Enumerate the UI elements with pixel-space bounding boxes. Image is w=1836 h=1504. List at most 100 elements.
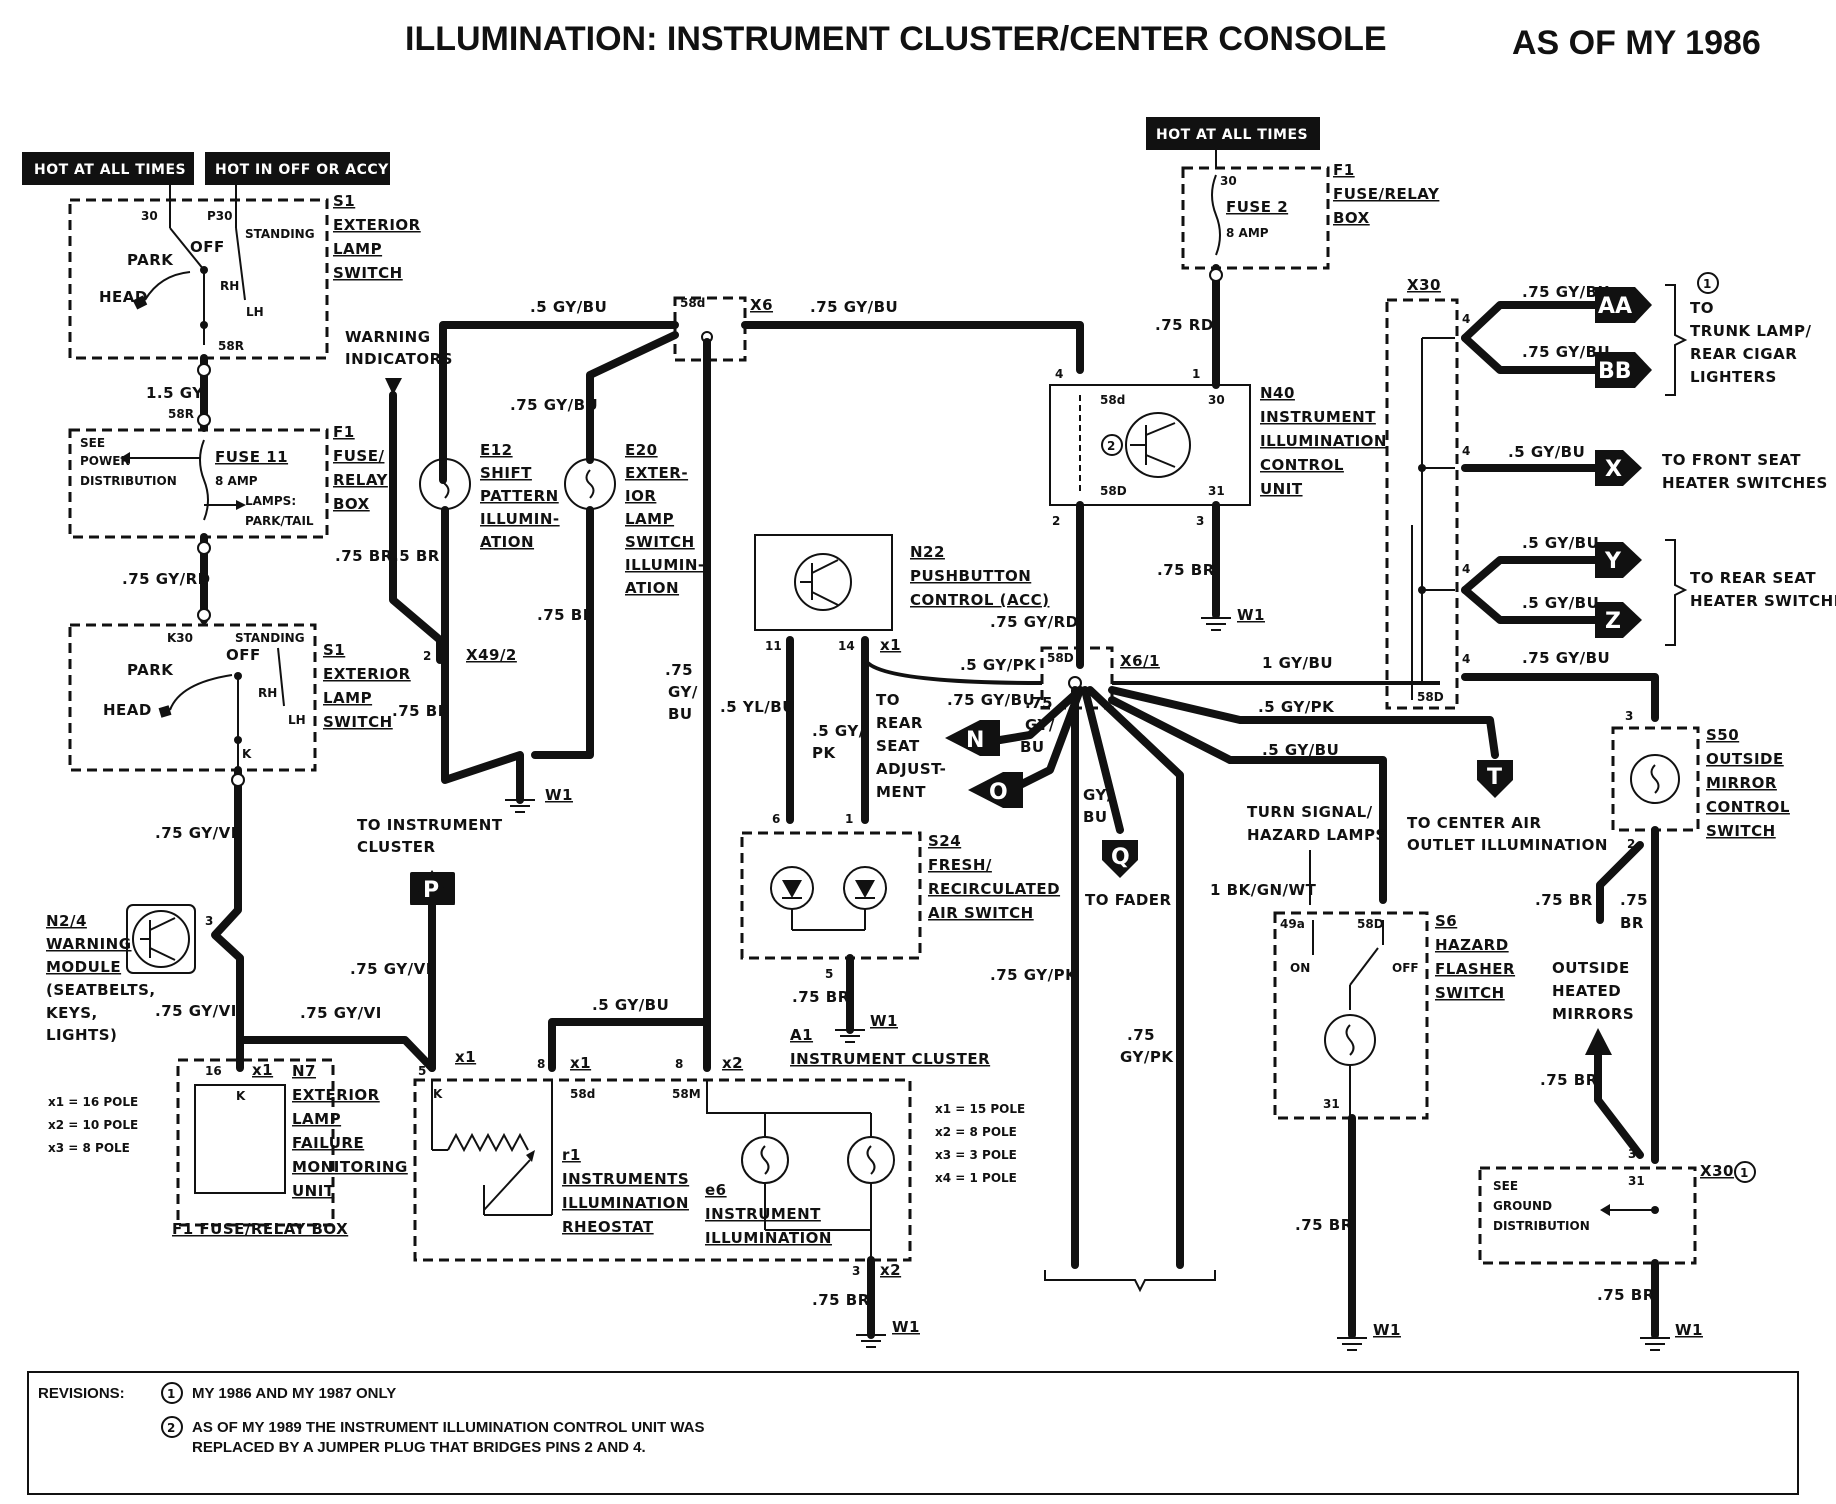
svg-text:S24: S24 bbox=[928, 832, 961, 850]
svg-text:8: 8 bbox=[675, 1057, 683, 1071]
wire-label: .75 BR bbox=[537, 606, 595, 624]
svg-text:S1: S1 bbox=[323, 641, 345, 659]
svg-text:EXTER-: EXTER- bbox=[625, 464, 688, 482]
svg-text:N22: N22 bbox=[910, 543, 945, 561]
wire-label: .5 GY/ bbox=[812, 722, 865, 740]
svg-text:PUSHBUTTON: PUSHBUTTON bbox=[910, 567, 1031, 585]
connector-o: O bbox=[968, 772, 1023, 808]
wire-label: .75 GY/VI bbox=[155, 824, 237, 842]
s24-fresh-recirculated-air-switch: 6 1 S24 FRESH/ RECIRCULATED AIR SWITCH 5 bbox=[740, 812, 1060, 981]
wire-label: .75 BR bbox=[1597, 1286, 1655, 1304]
svg-text:x2: x2 bbox=[722, 1054, 743, 1072]
svg-text:WARNING: WARNING bbox=[46, 935, 132, 953]
svg-text:X: X bbox=[1605, 457, 1622, 482]
svg-text:K: K bbox=[433, 1087, 443, 1101]
svg-text:8: 8 bbox=[537, 1057, 545, 1071]
wire-label: .75 GY/BU bbox=[947, 691, 1035, 709]
svg-text:W1: W1 bbox=[1237, 606, 1265, 624]
svg-text:ILLUMINATION: ILLUMINATION bbox=[705, 1229, 832, 1247]
svg-text:STANDING: STANDING bbox=[235, 631, 305, 645]
wire-label: .5 GY/BU bbox=[592, 996, 669, 1014]
diagram-title: ILLUMINATION: INSTRUMENT CLUSTER/CENTER … bbox=[405, 20, 1387, 58]
svg-text:EXTERIOR: EXTERIOR bbox=[292, 1086, 380, 1104]
svg-text:INSTRUMENTS: INSTRUMENTS bbox=[562, 1170, 689, 1188]
wire-label: PK bbox=[812, 744, 836, 762]
wire-label: .75 GY/VI bbox=[155, 1002, 237, 1020]
e20-exterior-lamp-switch-illumination: E20 EXTER- IOR LAMP SWITCH ILLUMIN- ATIO… bbox=[564, 441, 704, 597]
svg-text:RH: RH bbox=[258, 686, 277, 700]
svg-text:MONITORING: MONITORING bbox=[292, 1158, 408, 1176]
svg-text:LAMP: LAMP bbox=[333, 240, 382, 258]
header-hot-all-times-left: HOT AT ALL TIMES bbox=[22, 152, 194, 185]
svg-text:DISTRIBUTION: DISTRIBUTION bbox=[1493, 1219, 1590, 1233]
pole-note: x3 = 3 POLE bbox=[935, 1148, 1017, 1162]
wire-label: .5 GY/BU bbox=[1522, 594, 1599, 612]
connector-p: P bbox=[410, 870, 455, 905]
wire-label: .75 GY/VI bbox=[350, 960, 432, 978]
pin-label: 2 bbox=[423, 649, 431, 663]
svg-text:Z: Z bbox=[1605, 609, 1621, 634]
warning-indicators-label: INDICATORS bbox=[345, 350, 453, 368]
svg-text:STANDING: STANDING bbox=[245, 227, 315, 241]
destination-label: OUTSIDE bbox=[1552, 959, 1630, 977]
wire-label: BU bbox=[668, 705, 693, 723]
wire-label: .5 GY/PK bbox=[1258, 698, 1335, 716]
svg-text:r1: r1 bbox=[562, 1146, 581, 1164]
destination-label: TRUNK LAMP/ bbox=[1690, 322, 1811, 340]
svg-text:31: 31 bbox=[1323, 1097, 1340, 1111]
connector-x6-1: 58D X6/1 bbox=[1040, 646, 1159, 710]
destination-label: HEATED bbox=[1552, 982, 1621, 1000]
svg-text:AA: AA bbox=[1598, 294, 1632, 319]
destination-label: REAR CIGAR bbox=[1690, 345, 1797, 363]
connector-q: Q bbox=[1102, 840, 1138, 878]
svg-text:BB: BB bbox=[1598, 359, 1632, 384]
svg-text:E20: E20 bbox=[625, 441, 658, 459]
wire-label: .75 bbox=[1620, 891, 1648, 909]
svg-text:1: 1 bbox=[167, 1387, 175, 1401]
wire-label: .75 GY/BU bbox=[510, 396, 598, 414]
svg-text:OFF: OFF bbox=[226, 646, 261, 664]
n22-pushbutton-control: N22 PUSHBUTTON CONTROL (ACC) 11 14 x1 bbox=[754, 534, 1049, 654]
destination-label: TO REAR SEAT bbox=[1690, 569, 1816, 587]
svg-text:F1: F1 bbox=[1333, 161, 1355, 179]
wire-label: .75 GY/VI bbox=[300, 1004, 382, 1022]
svg-text:CONTROL: CONTROL bbox=[1706, 798, 1790, 816]
revisions-box: REVISIONS: 1 MY 1986 AND MY 1987 ONLY 2 … bbox=[27, 1371, 1799, 1495]
svg-text:Y: Y bbox=[1604, 549, 1622, 574]
svg-text:PARK: PARK bbox=[127, 251, 174, 269]
svg-text:HOT AT ALL TIMES: HOT AT ALL TIMES bbox=[34, 162, 186, 178]
pin-label: 58R bbox=[168, 407, 194, 421]
svg-text:POWER: POWER bbox=[80, 454, 130, 468]
svg-text:FAILURE: FAILURE bbox=[292, 1134, 364, 1152]
svg-text:T: T bbox=[1487, 765, 1502, 790]
svg-text:14: 14 bbox=[838, 639, 855, 653]
svg-text:FUSE 11: FUSE 11 bbox=[215, 448, 288, 466]
svg-text:4: 4 bbox=[1462, 312, 1470, 326]
wire-label: .75 GY/BU bbox=[1522, 343, 1610, 361]
connector-t: T bbox=[1477, 760, 1513, 798]
destination-label: TO bbox=[1690, 299, 1714, 317]
svg-text:1: 1 bbox=[1192, 367, 1200, 381]
svg-text:S1: S1 bbox=[333, 192, 355, 210]
svg-text:PATTERN: PATTERN bbox=[480, 487, 559, 505]
wire-label: .5 GY/BU bbox=[1262, 741, 1339, 759]
destination-label: TO CENTER AIR bbox=[1407, 814, 1542, 832]
wire-label: .75 BR bbox=[1535, 891, 1593, 909]
svg-text:2: 2 bbox=[1052, 514, 1060, 528]
svg-text:SWITCH: SWITCH bbox=[333, 264, 403, 282]
a1-instrument-cluster: 5 x1 K 8 x1 58d 8 x2 58M A1 INSTRUMENT C… bbox=[413, 1026, 990, 1262]
ground-w1-left: W1 bbox=[505, 771, 572, 813]
wire-label: .75 BR bbox=[812, 1291, 870, 1309]
destination-label: HEATER SWITCHES bbox=[1662, 474, 1828, 492]
connector-x: X bbox=[1595, 450, 1642, 486]
svg-text:4: 4 bbox=[1462, 444, 1470, 458]
n7-exterior-lamp-failure-monitoring-unit: 16 x1 K N7 EXTERIOR LAMP FAILURE MONITOR… bbox=[172, 1058, 408, 1238]
destination-label: TO bbox=[876, 691, 900, 709]
header-hot-all-times-right: HOT AT ALL TIMES bbox=[1146, 117, 1320, 150]
svg-text:W1: W1 bbox=[870, 1012, 898, 1030]
svg-text:SWITCH: SWITCH bbox=[1706, 822, 1776, 840]
revision-marker: 1 bbox=[1703, 277, 1711, 291]
pole-note: x1 = 15 POLE bbox=[935, 1102, 1025, 1116]
destination-label: MENT bbox=[876, 783, 926, 801]
svg-text:X6: X6 bbox=[750, 296, 773, 314]
